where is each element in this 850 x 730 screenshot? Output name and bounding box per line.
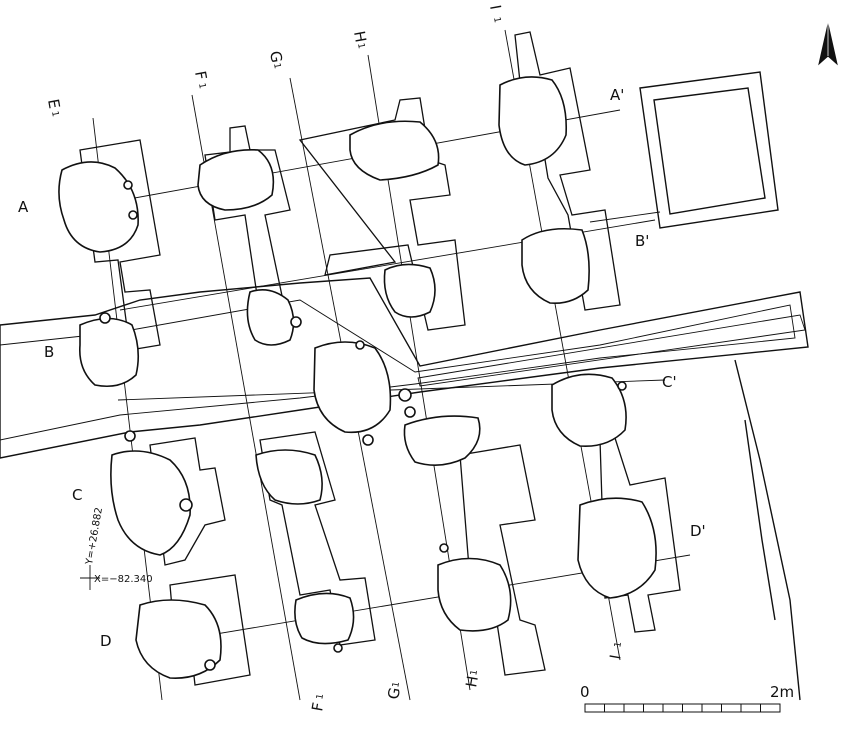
stone bbox=[204, 659, 216, 671]
section-label-d-prime: D' bbox=[690, 522, 706, 540]
grid-label-suffix: 1 bbox=[355, 42, 366, 49]
grid-label-i-bottom: I bbox=[606, 653, 624, 660]
stone bbox=[498, 76, 568, 166]
section-label-b-prime: B' bbox=[635, 232, 649, 250]
grid-label-suffix: 1 bbox=[613, 641, 624, 648]
grid-label-suffix: 1 bbox=[391, 681, 402, 688]
grid-label-e: E bbox=[44, 98, 63, 110]
stone bbox=[404, 406, 416, 418]
section-labels: A A' B B' C C' D D' bbox=[18, 86, 706, 650]
stone bbox=[355, 340, 365, 350]
stone bbox=[521, 227, 590, 305]
stone bbox=[349, 120, 440, 181]
coordinate-y-text: Y=+26.882 bbox=[84, 507, 105, 567]
grid-label-suffix: 1 bbox=[491, 16, 502, 23]
grid-label-suffix: 1 bbox=[49, 110, 60, 117]
square-pit bbox=[589, 71, 779, 229]
stone bbox=[58, 161, 139, 253]
section-label-c-prime: C' bbox=[662, 373, 677, 391]
grid-label-suffix: 1 bbox=[469, 669, 480, 676]
section-label-c: C bbox=[72, 486, 82, 504]
stone bbox=[255, 449, 323, 505]
scale-bar: 0 2m bbox=[580, 683, 794, 713]
grid-labels-top: E 1 F 1 G 1 H 1 I 1 bbox=[44, 4, 504, 118]
pit-f1 bbox=[204, 125, 291, 316]
coordinate-x-text: X=−82.340 bbox=[94, 574, 153, 585]
grid-label-h-bottom: H bbox=[462, 674, 482, 688]
stone bbox=[294, 592, 355, 645]
stone bbox=[577, 497, 657, 599]
right-boundary bbox=[734, 359, 801, 701]
scale-bar-end-label: 2m bbox=[770, 683, 794, 701]
stone bbox=[313, 341, 392, 434]
section-label-a-prime: A' bbox=[610, 86, 624, 104]
stone bbox=[439, 543, 449, 553]
pit-c1 bbox=[149, 437, 226, 566]
grid-label-suffix: 1 bbox=[315, 693, 326, 700]
drain-channel bbox=[0, 277, 809, 459]
grid-label-i: I bbox=[486, 4, 504, 11]
stone bbox=[78, 317, 140, 388]
grid-labels-bottom: F 1 G 1 H 1 I 1 bbox=[308, 641, 624, 713]
scale-bar-start-label: 0 bbox=[580, 683, 590, 701]
stone bbox=[179, 498, 193, 512]
stones bbox=[58, 76, 657, 679]
grid-label-h: H bbox=[350, 30, 370, 44]
stone bbox=[124, 430, 136, 442]
section-label-a: A bbox=[18, 198, 29, 216]
pit-g1 bbox=[298, 97, 466, 331]
stone bbox=[551, 373, 627, 447]
stone bbox=[437, 557, 512, 632]
stone bbox=[123, 180, 133, 190]
stone bbox=[290, 316, 302, 328]
stone bbox=[403, 415, 481, 466]
stone bbox=[99, 312, 111, 324]
stone bbox=[197, 148, 275, 211]
north-arrow-icon bbox=[818, 23, 838, 66]
stone bbox=[333, 643, 343, 653]
grid-label-g-bottom: G bbox=[384, 686, 404, 701]
pit-e1 bbox=[79, 139, 161, 351]
grid-label-suffix: 1 bbox=[196, 82, 207, 89]
grid-label-suffix: 1 bbox=[271, 62, 282, 69]
stone bbox=[128, 210, 138, 220]
stone bbox=[362, 434, 374, 446]
stone bbox=[110, 450, 191, 556]
grid-label-g: G bbox=[266, 50, 286, 65]
stone bbox=[398, 388, 412, 402]
stone bbox=[135, 599, 222, 679]
stone bbox=[383, 263, 436, 318]
section-label-b: B bbox=[44, 343, 54, 361]
section-label-d: D bbox=[100, 632, 112, 650]
stone bbox=[246, 289, 295, 346]
grid-label-f-bottom: F bbox=[308, 701, 327, 713]
grid-label-f: F bbox=[191, 70, 210, 82]
stone bbox=[617, 381, 627, 391]
pit-c2 bbox=[259, 431, 376, 646]
